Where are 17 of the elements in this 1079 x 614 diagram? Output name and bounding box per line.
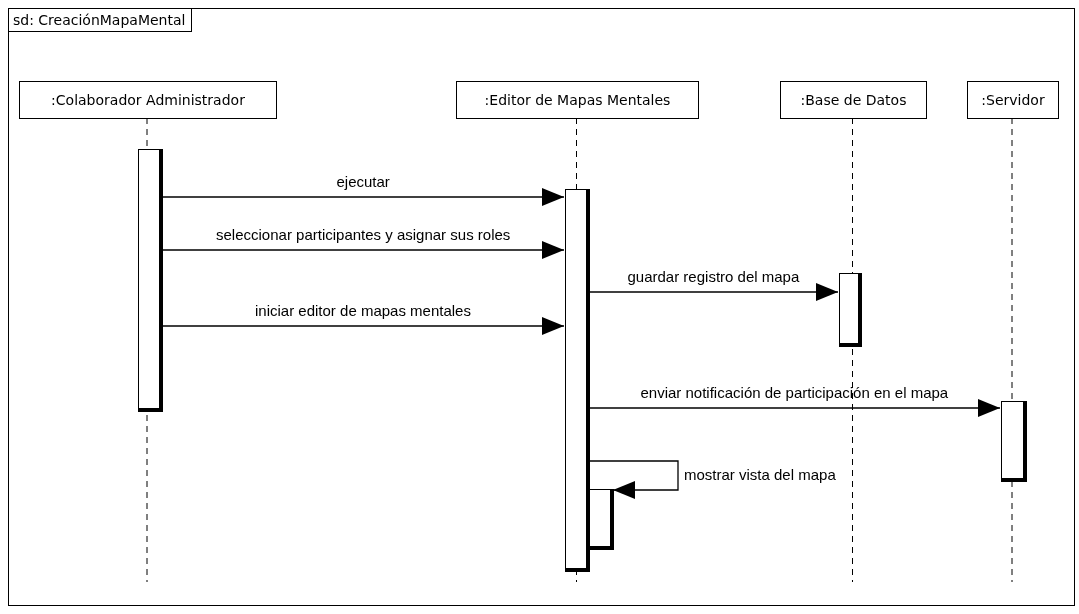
frame-title: sd: CreaciónMapaMental bbox=[9, 9, 193, 32]
activation-bar bbox=[589, 489, 614, 550]
message-label: ejecutar bbox=[336, 173, 390, 190]
lifeline-head: :Colaborador Administrador bbox=[19, 81, 277, 119]
activation-bar bbox=[839, 273, 862, 347]
lifeline-head: :Base de Datos bbox=[780, 81, 927, 119]
message-label: iniciar editor de mapas mentales bbox=[255, 302, 471, 319]
message-label: mostrar vista del mapa bbox=[684, 466, 836, 483]
message-label: seleccionar participantes y asignar sus roles bbox=[216, 226, 511, 243]
activation-bar bbox=[138, 149, 163, 412]
activation-bar bbox=[1001, 401, 1027, 482]
lifeline-head: :Editor de Mapas Mentales bbox=[456, 81, 699, 119]
message-label: enviar notificación de participación en el mapa bbox=[640, 384, 949, 401]
activation-bar bbox=[565, 189, 590, 572]
message-label: guardar registro del mapa bbox=[627, 268, 800, 285]
lifeline-head: :Servidor bbox=[967, 81, 1059, 119]
frame bbox=[8, 8, 1075, 606]
